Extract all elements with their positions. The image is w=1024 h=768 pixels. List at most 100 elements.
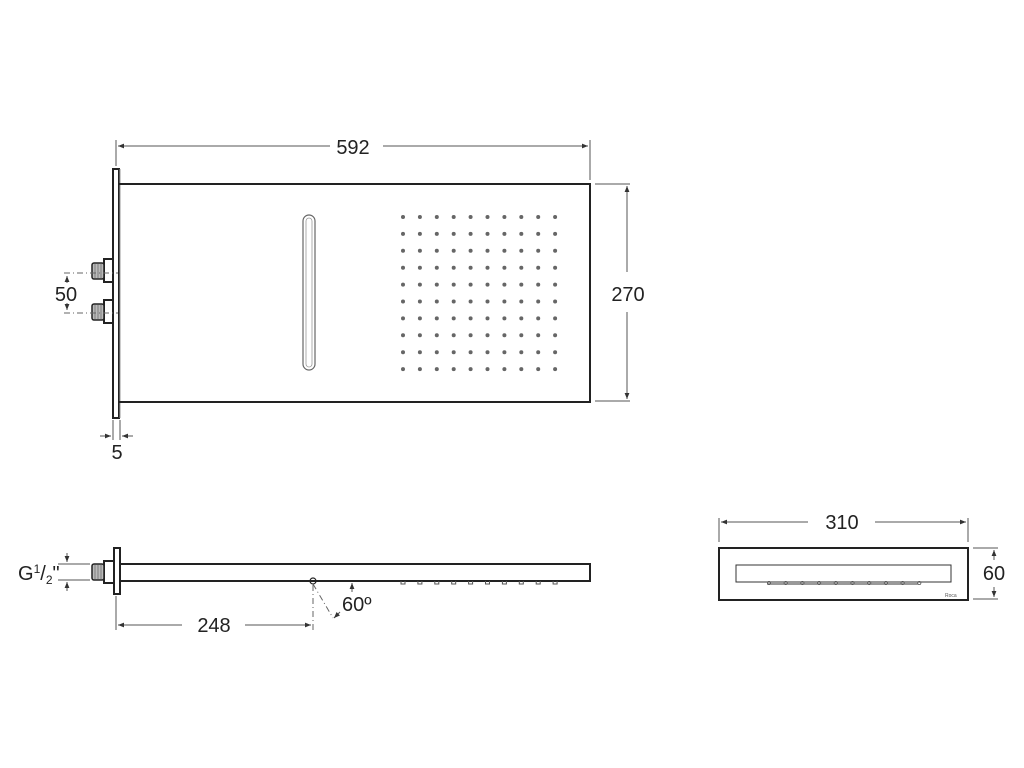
side-nozzle [400,581,406,585]
nozzle-dot [502,316,507,321]
front-body [718,547,969,601]
nozzle-dot [553,367,558,372]
nozzle-dot [519,367,524,372]
nozzle-dot [468,350,473,355]
nozzle-dot [434,248,439,253]
front-nozzle [867,581,872,586]
nozzle-dot [468,282,473,287]
nozzle-dot [434,265,439,270]
side-nozzle [468,581,474,585]
nozzle-dot [519,215,524,219]
plate-thickness-label: 5 [111,442,122,464]
side-nozzle [501,581,507,585]
nozzle-dot [519,265,524,270]
front-height-label: 60 [983,563,1005,585]
front-nozzle [850,581,855,586]
nozzle-dot [519,248,524,253]
nozzle-dot [519,231,524,236]
nozzle-dot [502,282,507,287]
nozzle-dot [434,231,439,236]
nozzle-dot [401,316,405,321]
nozzle-dot [485,367,490,372]
wall-plate [112,168,120,419]
inlet-fitting-bottom [91,299,113,324]
nozzle-dot [401,231,405,236]
side-body [120,563,591,582]
nozzle-dot [536,231,541,236]
front-nozzles [767,581,922,586]
top-view: 50 592 270 5 [55,137,645,464]
nozzle-dot [417,231,422,236]
nozzle-dot [536,367,541,372]
nozzle-dot [553,316,558,321]
nozzle-dot [536,282,541,287]
nozzle-dot [451,316,456,321]
nozzle-dot [502,248,507,253]
nozzle-dot [485,265,490,270]
width-dimension-label: 592 [336,137,369,159]
nozzle-dot [536,350,541,355]
nozzle-dot [468,231,473,236]
nozzle-dot [485,316,490,321]
nozzle-dot [417,333,422,338]
nozzle-dot [451,333,456,338]
nozzle-dot [468,316,473,321]
nozzle-dot [401,299,405,304]
slot-offset-label: 248 [197,615,230,637]
nozzle-dot [502,215,507,219]
thread-size-label: G1/2" [18,562,60,587]
nozzle-dot [536,316,541,321]
nozzle-dot [485,350,490,355]
front-nozzle [883,581,888,586]
nozzle-dot [553,350,558,355]
nozzle-dot [502,299,507,304]
nozzle-dot [417,248,422,253]
height-dimension-label: 270 [611,284,644,306]
nozzle-dot [451,367,456,372]
nozzle-dot [417,215,422,219]
nozzle-dot [468,367,473,372]
inlet-fitting-top [91,258,113,283]
nozzle-dot [468,333,473,338]
front-nozzle [917,581,922,586]
nozzle-dot [553,333,558,338]
nozzle-dot [434,282,439,287]
shower-body [119,183,591,403]
nozzle-dot [434,367,439,372]
nozzle-dot [451,215,456,219]
nozzle-dot [553,215,558,219]
side-view: G1/2" 248 60º [18,547,591,637]
nozzle-dot [502,333,507,338]
nozzle-dot [417,265,422,270]
side-nozzle [451,581,457,585]
nozzle-dot [417,316,422,321]
nozzle-dot [553,248,558,253]
nozzle-dot [451,282,456,287]
angle-label: 60º [342,594,372,616]
side-nozzle [518,581,524,585]
nozzle-dot [536,265,541,270]
side-nozzle [485,581,490,585]
nozzle-dot [451,350,456,355]
nozzle-dot [401,367,405,372]
nozzle-dot [401,265,405,270]
front-width-label: 310 [825,512,858,534]
front-nozzle [767,581,772,586]
front-nozzle [900,581,905,586]
nozzle-dot [536,215,541,219]
nozzle-dot [434,350,439,355]
nozzle-dot [401,248,405,253]
nozzle-dot [434,299,439,304]
nozzle-dot [553,231,558,236]
nozzle-dot [417,350,422,355]
front-nozzle [833,581,838,586]
brand-logo: Roca [945,593,957,599]
nozzle-dot [451,299,456,304]
nozzle-dot [417,367,422,372]
nozzle-dot [485,248,490,253]
side-wall-plate [113,547,121,595]
nozzle-dot [553,282,558,287]
waterfall-slot [302,214,316,371]
nozzle-dot [417,282,422,287]
